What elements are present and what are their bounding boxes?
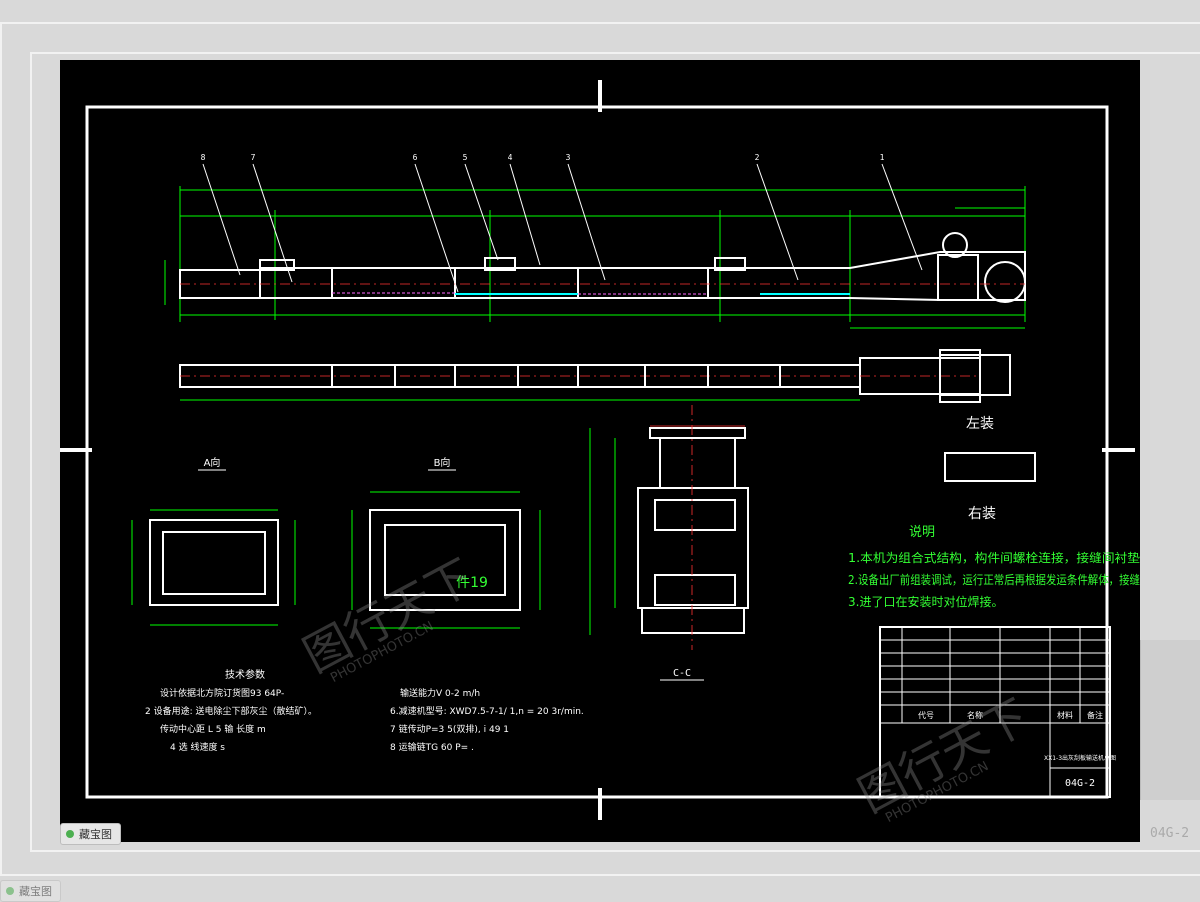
tech-left-3: 传动中心距 L 5 输 长度 m [160,723,266,735]
note-line-2: 2.设备出厂前组装调试，运行正常后再根据发运条件解体，接缝 [848,572,1140,587]
section-b-label: B向 [434,456,451,469]
elevation-view: 8 7 6 5 4 3 2 1 [164,153,1026,329]
title-block-col-remark: 备注 [1087,710,1103,720]
section-cc-label: C-C [673,668,691,679]
part-19-label: 件19 [456,575,488,591]
background-inner-frame [30,52,1200,852]
title-block-col-code: 代号 [918,710,934,720]
tab-status-icon [66,830,74,838]
part-number-6: 6 [413,153,418,162]
note-line-3: 3.进了口在安装时对位焊接。 [848,594,1003,609]
drawing-tab-label: 藏宝图 [79,828,112,841]
part-number-1: 1 [880,153,885,162]
ghost-drawing-tab[interactable]: 藏宝图 [0,880,61,902]
notes-title: 说明 [909,525,935,540]
tech-title: 技术参数 [225,668,265,681]
ghost-drawing-tab-label: 藏宝图 [19,885,52,898]
drawing-title: XX1-3出灰刮板输送机总图 [1044,754,1116,762]
ghost-drawing-code: 04G-2 [1150,826,1190,841]
part-number-3: 3 [566,153,571,162]
title-block: 代号 名称 材料 备注 XX1-3出灰刮板输送机总图 04G-2 [879,626,1116,798]
section-a-view: A向 [131,456,296,626]
background-outer-frame [0,22,1200,876]
tech-params-block: 技术参数 设计依据北方院订货图93 64P- 2 设备用途: 送电除尘下部灰尘（… [145,668,584,753]
background-ghost-title-block [1140,640,1200,800]
drawing-tab[interactable]: 藏宝图 [60,823,121,845]
section-b-view: B向 件19 [351,456,541,629]
notes-block: 说明 1.本机为组合式结构，构件间螺栓连接，接缝间衬垫 2.设备出厂前组装调试，… [848,525,1140,609]
part-number-8: 8 [201,153,206,162]
cad-drawing-canvas: 8 7 6 5 4 3 2 1 A向 [60,80,1140,820]
part-number-2: 2 [755,153,760,162]
tech-left-4: 4 选 线速度 s [170,741,225,753]
drawing-code: 04G-2 [1065,778,1095,789]
tech-left-2: 2 设备用途: 送电除尘下部灰尘（散结矿）。 [145,705,317,717]
title-block-col-name: 名称 [967,710,983,720]
plan-view [179,349,981,403]
note-line-1: 1.本机为组合式结构，构件间螺栓连接，接缝间衬垫 [848,550,1140,565]
cad-drawing-viewport[interactable]: 8 7 6 5 4 3 2 1 A向 [60,60,1140,842]
tech-right-3: 7 链传动P=3 5(双排), i 49 1 [390,723,509,735]
tech-left-1: 设计依据北方院订货图93 64P- [160,687,284,699]
tech-right-2: 6.减速机型号: XWD7.5-7-1/ 1,n = 20 3r/min. [390,705,584,717]
tech-right-4: 8 运输链TG 60 P= . [390,741,474,753]
part-number-7: 7 [251,153,256,162]
right-install-label: 右装 [968,506,996,522]
ghost-tab-status-icon [6,887,14,895]
left-install-label: 左装 [966,416,994,432]
tech-right-1: 输送能力V 0-2 m/h [400,687,480,699]
part-number-5: 5 [463,153,468,162]
section-a-label: A向 [204,456,221,469]
part-number-4: 4 [508,153,513,162]
install-variants: 左装 右装 [939,354,1036,522]
title-block-col-material: 材料 [1057,710,1073,720]
section-cc-view: C-C [589,405,749,681]
